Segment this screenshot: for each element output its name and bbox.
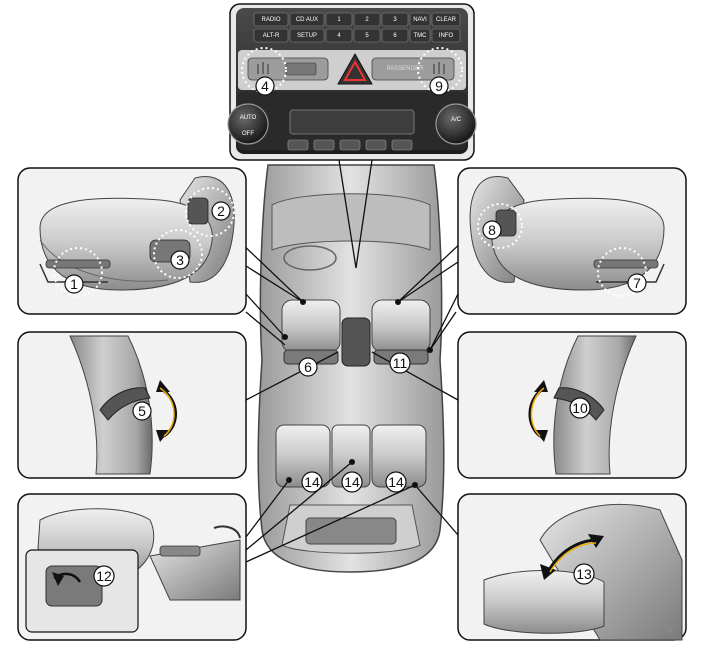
- callout-12-text: 12: [96, 568, 112, 584]
- auto-label: AUTO: [240, 115, 257, 121]
- info-button-label: INFO: [439, 33, 454, 39]
- setup-button-label: SETUP: [297, 33, 317, 39]
- preset-1-label: 1: [337, 17, 341, 23]
- panel-passenger-seat: [457, 167, 687, 315]
- callout-labels: 1 2 3 4 5 6 7 8 9 10 11 12 13 14 14 14: [64, 76, 647, 587]
- preset-5-label: 5: [365, 33, 369, 39]
- callout-5-text: 5: [138, 403, 146, 419]
- callout-13-text: 13: [576, 566, 592, 582]
- callout-14-right-text: 14: [388, 474, 404, 490]
- radio-button-label: RADIO: [261, 17, 280, 23]
- callout-10-text: 10: [572, 400, 588, 416]
- ac-label: A/C: [451, 117, 462, 123]
- passenger-switch-label: PASSENGER: [387, 66, 425, 72]
- callout-2: 2: [211, 201, 231, 221]
- panel-rear-headrest: [17, 493, 247, 641]
- panel-driver-seat: [17, 167, 247, 315]
- callout-9: 9: [429, 76, 449, 96]
- callout-9-text: 9: [435, 78, 443, 94]
- callout-4-text: 4: [261, 78, 269, 94]
- hazard-icon: [337, 52, 373, 85]
- callout-6: 6: [298, 357, 318, 377]
- center-console-panel: RADIO CD AUX 1 2 3 NAVI CLEAR ALT-R SETU…: [227, 3, 477, 161]
- callout-14-right: 14: [385, 471, 407, 493]
- audio-button-grid: RADIO CD AUX 1 2 3 NAVI CLEAR ALT-R SETU…: [253, 12, 461, 43]
- callout-11-text: 11: [393, 355, 408, 371]
- callout-10: 10: [569, 397, 591, 419]
- callout-1: 1: [64, 274, 84, 294]
- callout-7: 7: [627, 273, 647, 293]
- callout-6-text: 6: [304, 359, 312, 375]
- passenger-seat-heater-icon: [433, 62, 445, 74]
- preset-2-label: 2: [365, 17, 369, 23]
- callout-8-text: 8: [488, 222, 496, 238]
- callout-3: 3: [170, 250, 190, 270]
- cd-aux-button-label: CD AUX: [296, 17, 318, 23]
- callout-14-center: 14: [341, 471, 363, 493]
- car-top-view: [257, 164, 445, 573]
- preset-4-label: 4: [337, 33, 341, 39]
- callout-8: 8: [482, 220, 502, 240]
- navi-button-label: NAVI: [413, 17, 427, 23]
- callout-7-text: 7: [633, 275, 641, 291]
- callout-5: 5: [132, 401, 152, 421]
- leader-lines: [237, 159, 465, 563]
- off-label: OFF: [242, 131, 254, 137]
- preset-6-label: 6: [393, 33, 397, 39]
- callout-12: 12: [93, 565, 115, 587]
- tmc-button-label: TMC: [414, 33, 428, 39]
- panel-driver-belt-height: [17, 331, 247, 479]
- callout-13: 13: [573, 563, 595, 585]
- callout-2-text: 2: [217, 203, 225, 219]
- driver-seat-heater-icon: [257, 62, 269, 74]
- callout-14-left: 14: [301, 471, 323, 493]
- callout-1-text: 1: [70, 276, 78, 292]
- callout-3-text: 3: [176, 252, 184, 268]
- panel-rear-seatback-recline: [457, 493, 687, 641]
- callout-14-center-text: 14: [344, 474, 360, 490]
- callout-14-left-text: 14: [304, 474, 320, 490]
- callout-11: 11: [389, 352, 411, 374]
- clear-button-label: CLEAR: [436, 17, 457, 23]
- callout-4: 4: [255, 76, 275, 96]
- preset-3-label: 3: [393, 17, 397, 23]
- alt-r-button-label: ALT-R: [263, 33, 280, 39]
